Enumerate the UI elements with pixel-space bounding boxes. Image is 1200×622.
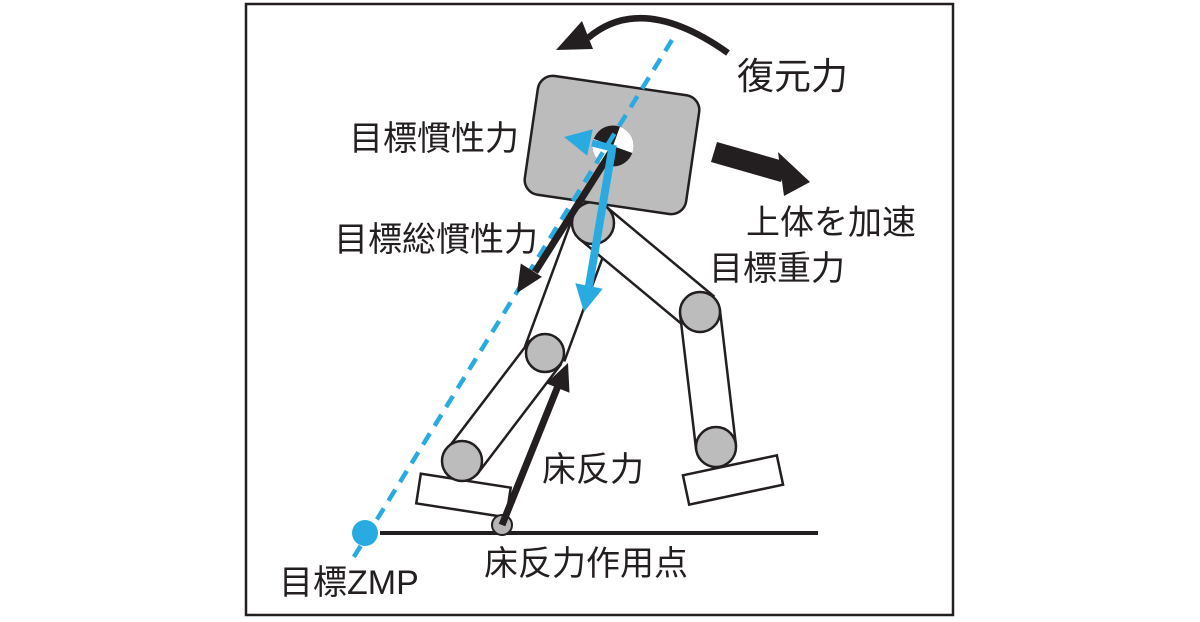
label-floor-reaction-force-application-point: 床反力作用点 (484, 545, 688, 583)
target-total-inertial-force-arrow (517, 150, 614, 293)
floor-reaction-force-arrow (498, 363, 570, 527)
right-ankle-joint (694, 425, 738, 469)
label-accelerate-upper-body: 上体を加速 (746, 204, 916, 242)
left-ankle-joint (440, 439, 484, 483)
zmp-axis-dashed-line (350, 38, 674, 562)
accelerate-upper-body-arrow (711, 142, 810, 196)
label-target-total-inertial-force: 目標総慣性力 (334, 221, 538, 259)
label-restoring-force: 復元力 (737, 56, 848, 97)
right-foot (681, 453, 785, 507)
label-target-zmp: 目標ZMP (279, 564, 419, 602)
right-knee-joint (678, 290, 722, 334)
target-inertial-force-arrow (564, 129, 617, 156)
label-floor-reaction-force: 床反力 (542, 451, 644, 489)
label-target-gravity: 目標重力 (709, 250, 845, 288)
left-knee-joint (524, 332, 566, 374)
target-gravity-arrow (575, 149, 616, 312)
target-zmp-dot (352, 520, 378, 546)
label-target-inertial-force: 目標慣性力 (349, 120, 519, 158)
restoring-force-arc-arrow (556, 15, 730, 56)
